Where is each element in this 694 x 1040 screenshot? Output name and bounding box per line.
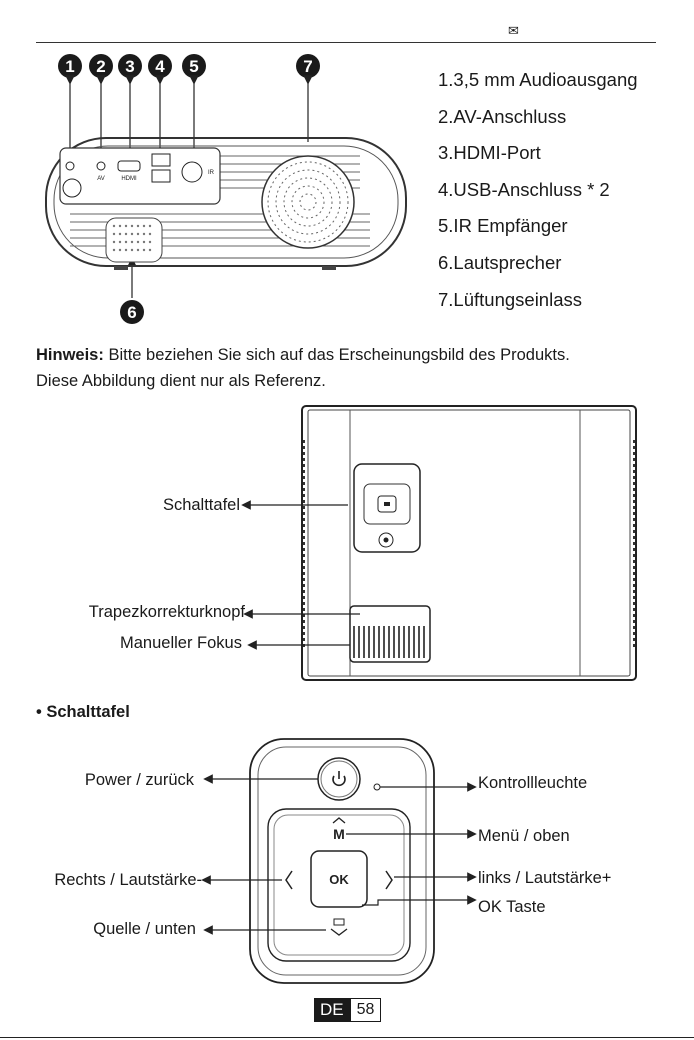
language-badge: DE <box>314 998 350 1022</box>
control-panel-diagram: M OK <box>201 738 477 984</box>
badge-4-text: 4 <box>155 57 165 76</box>
port-legend-list: 1.3,5 mm Audioausgang 2.AV-Anschluss 3.H… <box>438 62 688 318</box>
bullet-icon: • <box>36 703 42 721</box>
legend-item: 1.3,5 mm Audioausgang <box>438 69 638 90</box>
label-power: Power / zurück <box>84 771 194 789</box>
hint-label: Hinweis: <box>36 346 104 364</box>
legend-item: 5.IR Empfänger <box>438 215 568 237</box>
ir-port-label: IR <box>208 170 215 176</box>
badge-2-text: 2 <box>96 57 105 76</box>
page-footer: DE 58 <box>314 998 382 1022</box>
label-links-lautstarke: links / Lautstärke+ <box>478 869 612 887</box>
page-number: 58 <box>349 998 382 1022</box>
label-schalttafel: Schalttafel <box>162 496 240 514</box>
side-view-illustration <box>241 405 637 681</box>
callout-4: 4 <box>148 54 172 78</box>
badge-6-text: 6 <box>127 303 136 322</box>
callout-7: 7 <box>296 54 320 78</box>
footer-divider <box>0 1037 694 1038</box>
mail-icon: ✉ <box>508 24 519 39</box>
hint-text-1: Bitte beziehen Sie sich auf das Erschein… <box>103 346 570 364</box>
menu-letter: M <box>333 826 345 842</box>
hint-text-2: Diese Abbildung dient nur als Referenz. <box>36 372 326 390</box>
callout-3: 3 <box>118 54 142 78</box>
label-quelle-unten: Quelle / unten <box>93 920 196 938</box>
legend-item: 2.AV-Anschluss <box>438 105 567 127</box>
label-menu-oben: Menü / oben <box>478 827 570 845</box>
ok-button-text: OK <box>329 872 349 887</box>
badge-1-text: 1 <box>65 57 74 76</box>
label-rechts-lautstarke: Rechts / Lautstärke- <box>54 871 202 889</box>
legend-item: 3.HDMI-Port <box>438 142 541 164</box>
label-trapezkorrekturknopf: Trapezkorrekturknopf <box>88 603 245 621</box>
callout-5: 5 <box>182 54 206 78</box>
section-title-text: Schalttafel <box>46 703 130 721</box>
header-divider <box>36 42 656 43</box>
legend-item: 7.Lüftungseinlass <box>438 288 582 310</box>
label-manueller-fokus: Manueller Fokus <box>120 634 242 652</box>
callout-1: 1 <box>58 54 82 78</box>
legend-item: 6.Lautsprecher <box>438 251 562 273</box>
badge-7-text: 7 <box>303 57 312 76</box>
section-title-schalttafel: • Schalttafel <box>36 701 130 723</box>
av-port-label: AV <box>97 176 105 182</box>
callout-2: 2 <box>89 54 113 78</box>
badge-5-text: 5 <box>189 57 198 76</box>
hint-paragraph: Hinweis: Bitte beziehen Sie sich auf das… <box>36 342 676 394</box>
back-panel-illustration: 1 2 3 4 5 7 6 <box>45 54 407 324</box>
label-kontrollleuchte: Kontrollleuchte <box>478 774 588 792</box>
badge-3-text: 3 <box>125 57 134 76</box>
label-ok-taste: OK Taste <box>478 898 546 916</box>
hint-line-1: Hinweis: Bitte beziehen Sie sich auf das… <box>36 342 676 368</box>
callout-6: 6 <box>120 300 144 324</box>
hdmi-port-label: HDMI <box>121 176 137 182</box>
legend-item: 4.USB-Anschluss * 2 <box>438 178 610 200</box>
